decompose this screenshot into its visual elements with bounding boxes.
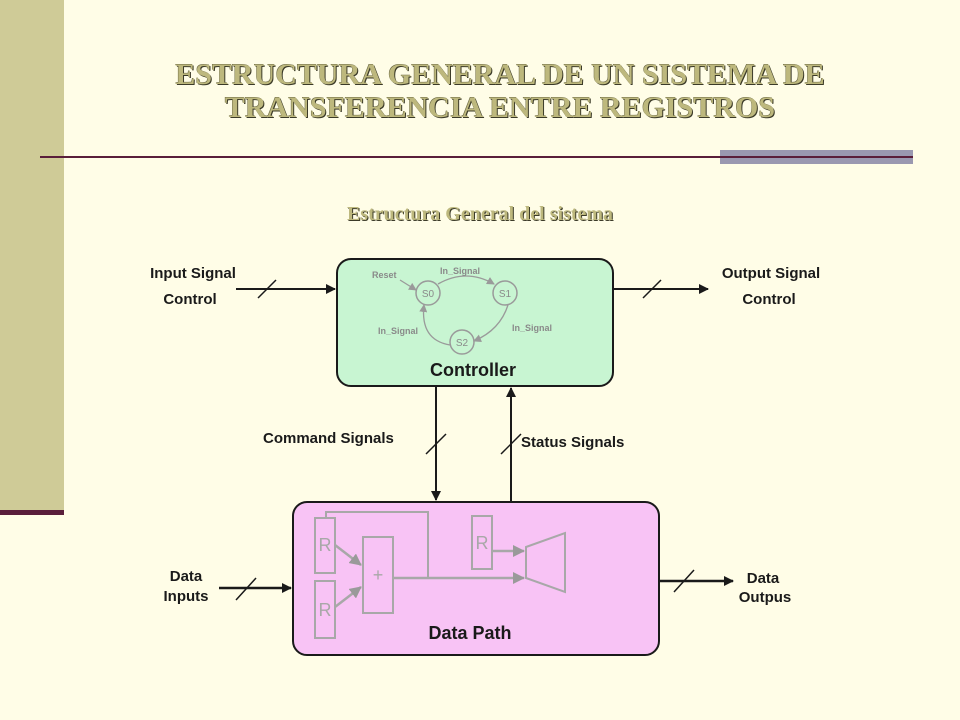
fsm-s2-label: S2 xyxy=(456,338,469,349)
input-signal-label-2: Control xyxy=(163,291,216,308)
fsm-edge-s1-s2 xyxy=(473,304,509,342)
sidebar-bottom-accent xyxy=(0,510,64,515)
reg1-to-adder-arrow xyxy=(334,544,362,566)
fsm-s1-label: S1 xyxy=(499,289,512,300)
data-inputs-label-1: Data xyxy=(170,568,203,585)
data-outputs-label-2: Outpus xyxy=(739,589,792,606)
register-2 xyxy=(314,580,336,639)
controller-box xyxy=(336,258,614,387)
fsm-edge-s2-s0 xyxy=(419,304,451,346)
fsm-reset-label: Reset xyxy=(372,270,397,280)
data-outputs-bus-slash xyxy=(673,569,695,593)
fsm-diagram: S0 S1 S2 Reset In_Signal In_Signal In_Si… xyxy=(372,266,552,355)
title-line-2: TRANSFERENCIA ENTRE REGISTROS xyxy=(224,91,776,124)
title-rule-line xyxy=(40,156,720,158)
fsm-edge-s2-s0-label: In_Signal xyxy=(378,326,418,336)
adder-block xyxy=(362,536,394,614)
feedback-path xyxy=(325,511,429,578)
datapath-label: Data Path xyxy=(428,623,511,643)
status-signals-label: Status Signals xyxy=(521,434,624,451)
data-inputs-label-2: Inputs xyxy=(164,588,209,605)
output-signal-bus-slash xyxy=(642,279,662,299)
fsm-state-s2 xyxy=(449,329,475,355)
input-signal-label-1: Input Signal xyxy=(150,265,236,282)
command-signals-bus-slash xyxy=(425,433,447,455)
fsm-state-s0 xyxy=(415,280,441,306)
register-2-label: R xyxy=(319,600,332,620)
slide-subtitle: Estructura General del sistema xyxy=(346,203,614,225)
fsm-state-s1 xyxy=(492,280,518,306)
data-outputs-label-1: Data xyxy=(747,570,780,587)
output-signal-label-2: Control xyxy=(742,291,795,308)
datapath-components: R R R + xyxy=(314,511,566,639)
status-signals-bus-slash xyxy=(500,433,522,455)
fsm-edge-s1-s2-label: In_Signal xyxy=(512,323,552,333)
sidebar-bar xyxy=(0,0,64,510)
register-3 xyxy=(471,515,493,570)
title-rule-block xyxy=(720,150,913,164)
register-1-label: R xyxy=(319,535,332,555)
title-line-1: ESTRUCTURA GENERAL DE UN SISTEMA DE xyxy=(175,58,825,91)
fsm-reset-arrow xyxy=(399,279,417,291)
register-3-label: R xyxy=(476,533,489,553)
fsm-s0-label: S0 xyxy=(422,289,435,300)
adder-label: + xyxy=(373,565,384,585)
data-inputs-bus-slash xyxy=(235,577,257,601)
controller-label: Controller xyxy=(430,360,516,380)
reg2-to-adder-arrow xyxy=(334,586,362,608)
output-signal-label-1: Output Signal xyxy=(722,265,820,282)
command-signals-label: Command Signals xyxy=(263,430,394,447)
fsm-edge-s0-s1 xyxy=(437,275,495,285)
input-signal-bus-slash xyxy=(257,279,277,299)
fsm-edge-s0-s1-label: In_Signal xyxy=(440,266,480,276)
slide-title: ESTRUCTURA GENERAL DE UN SISTEMA DE TRAN… xyxy=(100,58,900,124)
multiplexer xyxy=(525,531,566,594)
